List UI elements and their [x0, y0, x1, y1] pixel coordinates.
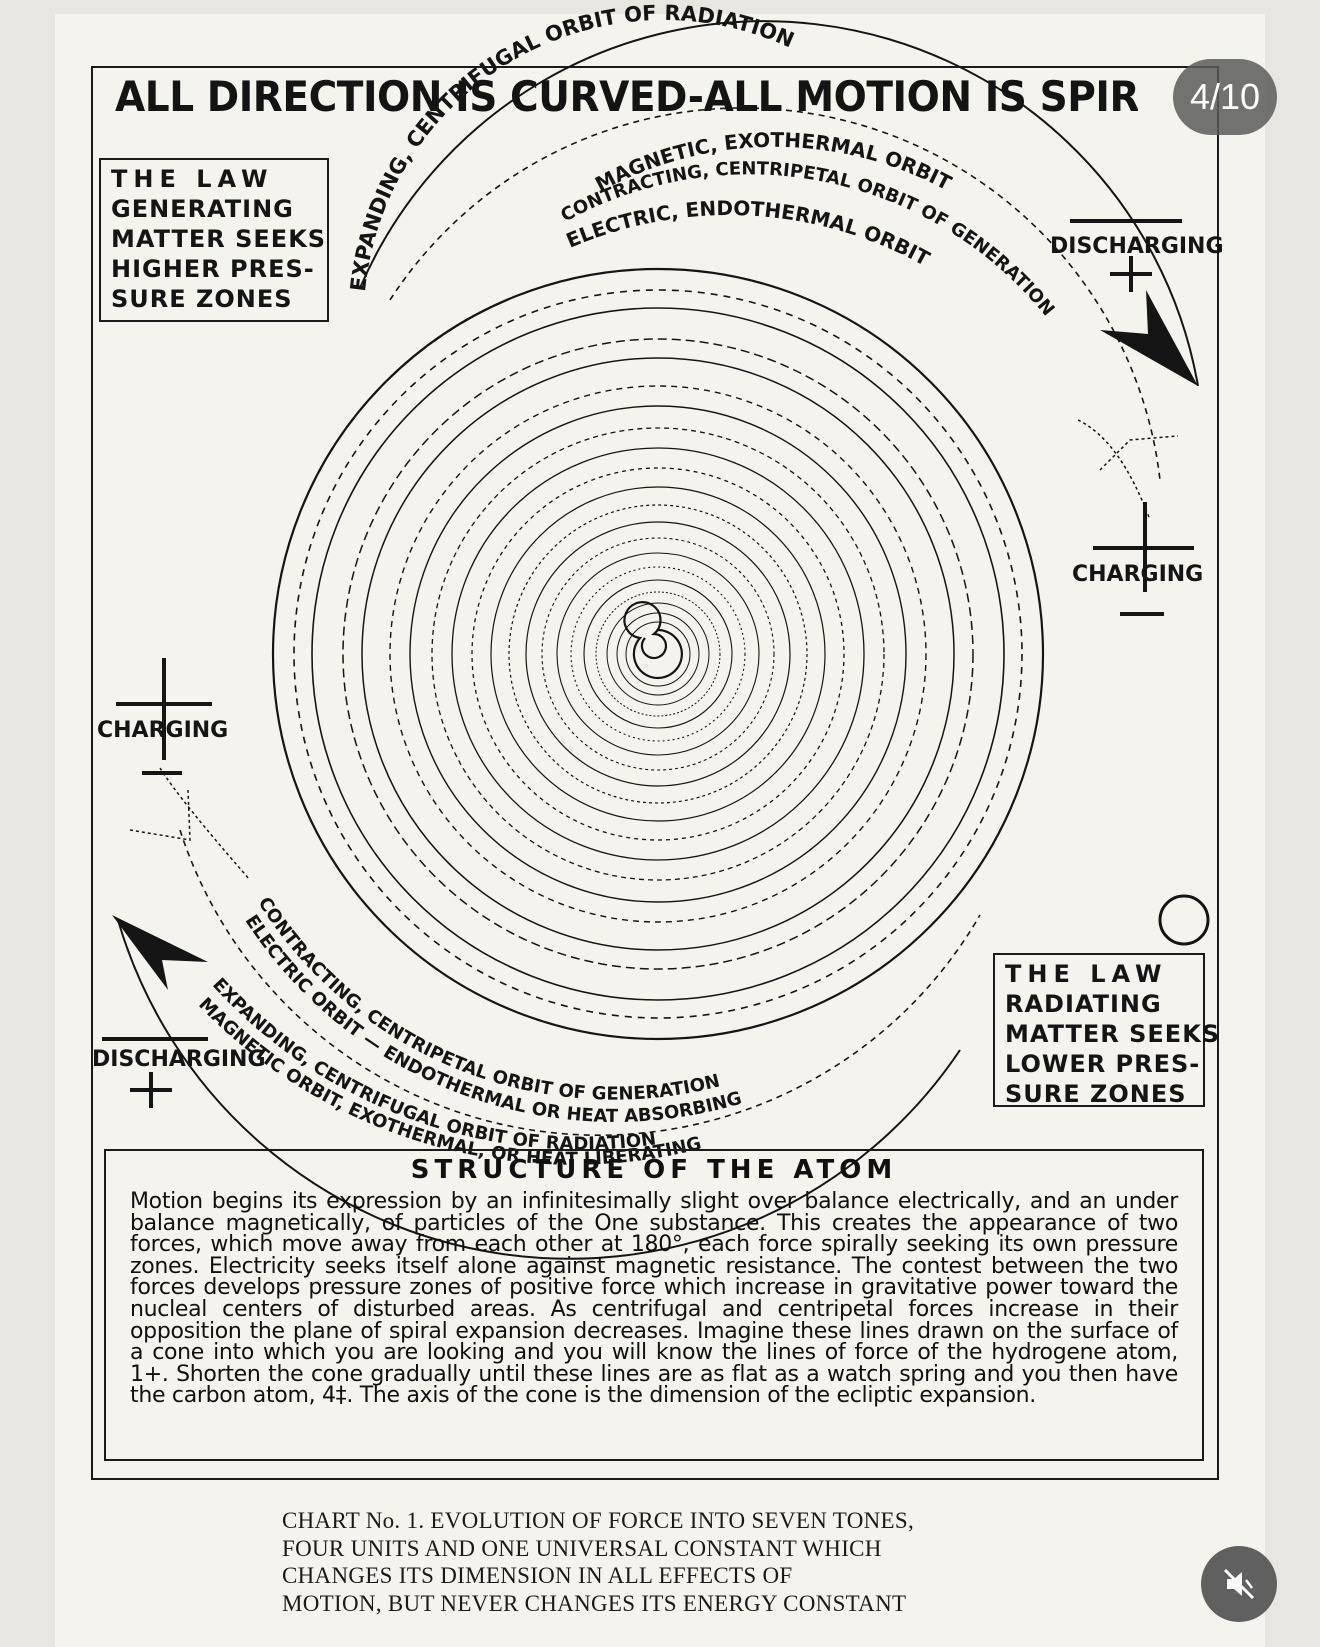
law-line: THE LAW: [1005, 960, 1168, 988]
ring: [451, 447, 865, 861]
dotted-arrow-left: [129, 767, 251, 881]
law-line: HIGHER PRES-: [111, 255, 315, 283]
outer-dashed-ring: [293, 289, 1023, 1019]
mute-button[interactable]: [1201, 1546, 1277, 1622]
caption-line: FOUR UNITS AND ONE UNIVERSAL CONSTANT WH…: [282, 1535, 882, 1561]
caption-line: MOTION, BUT NEVER CHANGES ITS ENERGY CON…: [282, 1590, 907, 1616]
ring: [471, 467, 845, 841]
ring: [431, 427, 885, 881]
arc-label-group: EXPANDING, CENTRIFUGAL ORBIT OF RADIATIO…: [194, 1, 1058, 1170]
contracting-arc-top: [389, 107, 1161, 481]
law-box-radiating: THE LAW RADIATING MATTER SEEKS LOWER PRE…: [993, 953, 1221, 1108]
ring: [595, 591, 721, 717]
arrow-heads: [112, 290, 1198, 990]
law-line: MATTER SEEKS: [1005, 1020, 1221, 1048]
polarity-symbols: [102, 219, 1210, 1108]
chart-caption: CHART No. 1. EVOLUTION OF FORCE INTO SEV…: [282, 1507, 1012, 1617]
law-line: GENERATING: [111, 195, 294, 223]
law-line: LOWER PRES-: [1005, 1050, 1201, 1078]
ring: [490, 486, 826, 822]
charging-label-right: CHARGING: [1072, 562, 1204, 587]
ring: [606, 602, 710, 706]
arc-label-top-electric: ELECTRIC, ENDOTHERMAL ORBIT: [563, 196, 935, 271]
ring: [541, 537, 775, 771]
ring: [342, 338, 974, 970]
ring: [311, 307, 1005, 1001]
ring: [583, 579, 733, 729]
ring: [625, 621, 691, 687]
chart-frame: [91, 66, 1219, 1480]
ring: [361, 357, 955, 951]
law-line: SURE ZONES: [111, 285, 293, 313]
ring: [409, 405, 907, 903]
arc-label-top-contracting: CONTRACTING, CENTRIPETAL ORBIT OF GENERA…: [557, 158, 1058, 320]
arrow-head-left: [112, 915, 208, 990]
contracting-arc-bottom: [179, 829, 981, 1136]
expanding-arc-bottom: [117, 919, 961, 1260]
atom-title: STRUCTURE OF THE ATOM: [410, 1155, 898, 1185]
page-counter-badge: 4/10: [1173, 59, 1277, 135]
spiral-rings: [271, 267, 1045, 1041]
law-line: THE LAW: [111, 165, 274, 193]
structure-of-atom-box: STRUCTURE OF THE ATOM Motion begins its …: [104, 1149, 1204, 1461]
muted-speaker-icon: [1223, 1568, 1255, 1600]
ring: [570, 566, 746, 742]
law-box-generating: THE LAW GENERATING MATTER SEEKS HIGHER P…: [99, 158, 329, 322]
outer-ring: [271, 267, 1045, 1041]
ring: [616, 612, 700, 696]
paper-page: [55, 14, 1265, 1647]
ring: [556, 552, 760, 756]
ring: [508, 504, 808, 804]
caption-line: CHART No. 1. EVOLUTION OF FORCE INTO SEV…: [282, 1508, 915, 1533]
dotted-arrow-right: [1077, 419, 1179, 521]
law-line: MATTER SEEKS: [111, 225, 327, 253]
discharging-label-right: DISCHARGING: [1050, 234, 1224, 259]
caption-line: CHANGES ITS DIMENSION IN ALL EFFECTS OF: [282, 1563, 793, 1588]
ring: [389, 385, 927, 923]
copyright-circle: [1158, 894, 1210, 946]
law-line: SURE ZONES: [1005, 1080, 1187, 1108]
ring: [525, 521, 791, 787]
discharging-label-left: DISCHARGING: [92, 1047, 266, 1072]
law-line: RADIATING: [1005, 990, 1162, 1018]
atom-description: Motion begins its expression by an infin…: [130, 1189, 1178, 1409]
chart-headline: ALL DIRECTION IS CURVED-ALL MOTION IS SP…: [115, 72, 1138, 121]
spiral-core: [623, 601, 683, 680]
charging-label-left: CHARGING: [97, 718, 229, 743]
arrow-head-right: [1100, 290, 1198, 386]
